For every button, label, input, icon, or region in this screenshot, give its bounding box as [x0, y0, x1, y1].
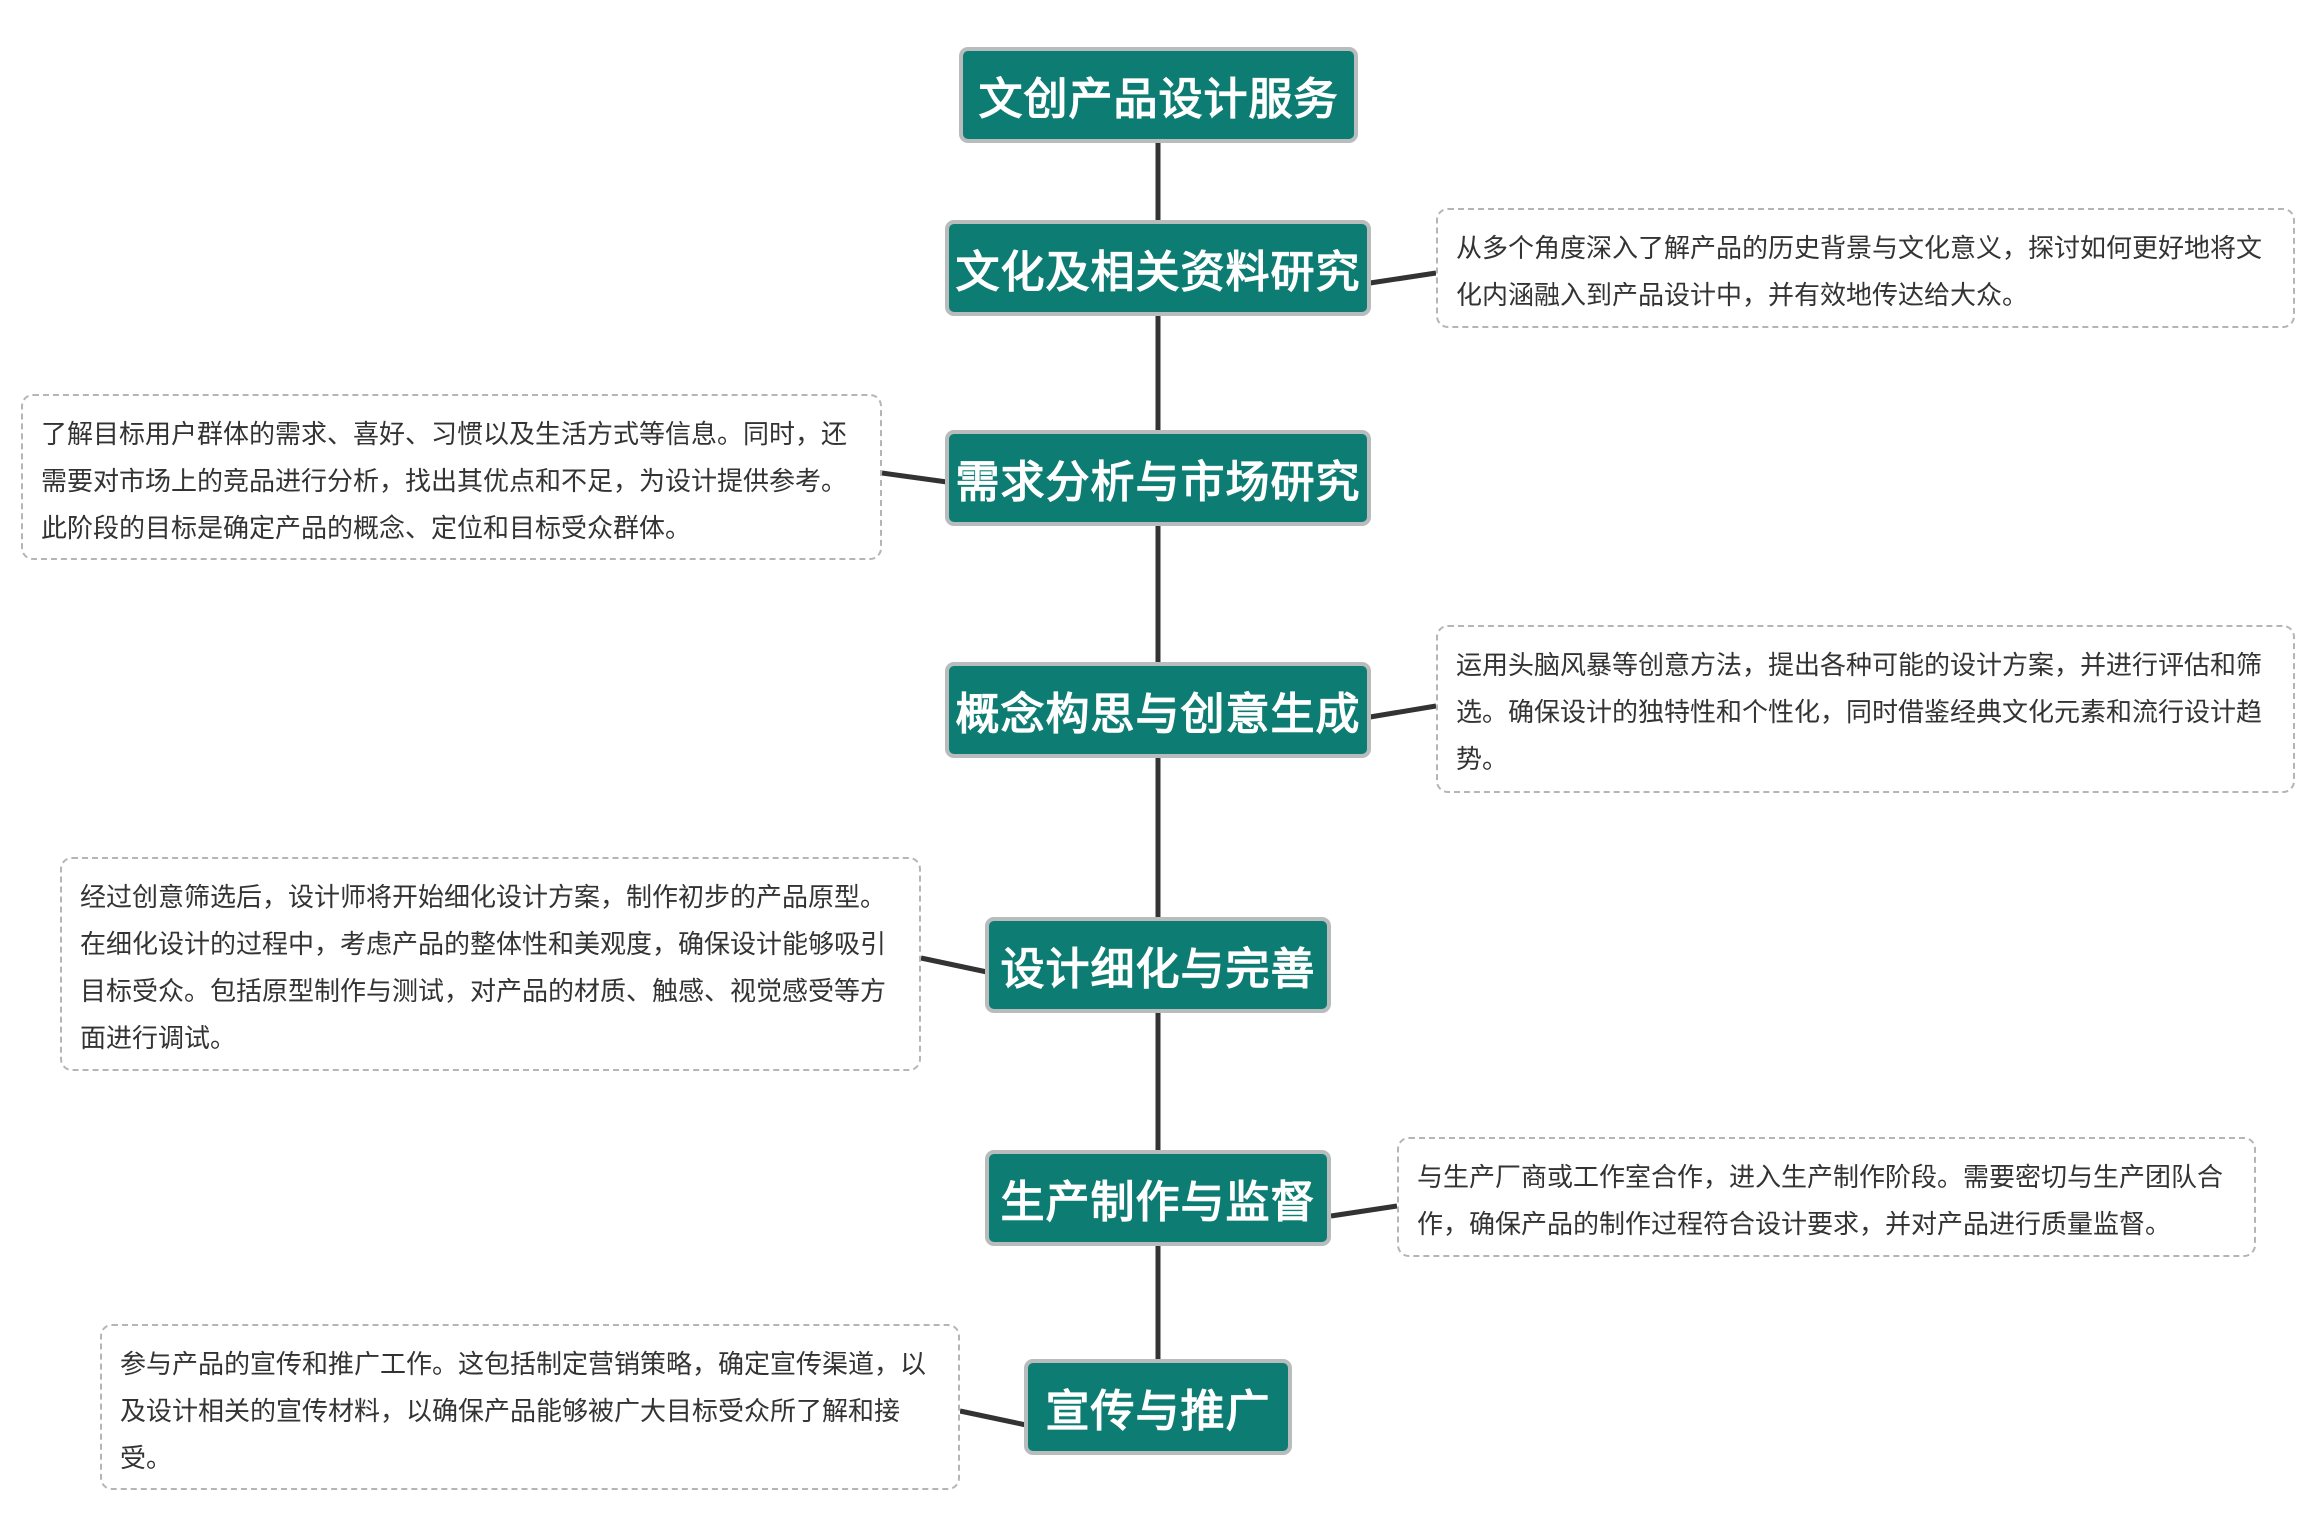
branch-line-5 — [1330, 1203, 1398, 1219]
step-node-concept-ideation: 概念构思与创意生成 — [945, 662, 1371, 758]
note-culture-research: 从多个角度深入了解产品的历史背景与文化意义，探讨如何更好地将文化内涵融入到产品设… — [1436, 208, 2295, 328]
branch-line-3 — [1369, 703, 1437, 720]
note-design-refinement: 经过创意筛选后，设计师将开始细化设计方案，制作初步的产品原型。在细化设计的过程中… — [60, 857, 921, 1071]
branch-line-6 — [959, 1408, 1027, 1428]
note-promotion: 参与产品的宣传和推广工作。这包括制定营销策略，确定宣传渠道，以及设计相关的宣传材… — [100, 1324, 960, 1490]
note-market-research: 了解目标用户群体的需求、喜好、习惯以及生活方式等信息。同时，还需要对市场上的竞品… — [21, 394, 882, 560]
step-node-promotion: 宣传与推广 — [1024, 1359, 1292, 1455]
branch-line-4 — [920, 955, 988, 975]
root-node: 文创产品设计服务 — [959, 47, 1358, 143]
note-production-supervision: 与生产厂商或工作室合作，进入生产制作阶段。需要密切与生产团队合作，确保产品的制作… — [1397, 1137, 2256, 1257]
step-node-culture-research: 文化及相关资料研究 — [945, 220, 1371, 316]
branch-line-2 — [881, 470, 948, 485]
step-node-market-research: 需求分析与市场研究 — [945, 430, 1371, 526]
step-node-production-supervision: 生产制作与监督 — [985, 1150, 1331, 1246]
note-concept-ideation: 运用头脑风暴等创意方法，提出各种可能的设计方案，并进行评估和筛选。确保设计的独特… — [1436, 625, 2295, 793]
step-node-design-refinement: 设计细化与完善 — [985, 917, 1331, 1013]
branch-line-1 — [1369, 270, 1437, 286]
